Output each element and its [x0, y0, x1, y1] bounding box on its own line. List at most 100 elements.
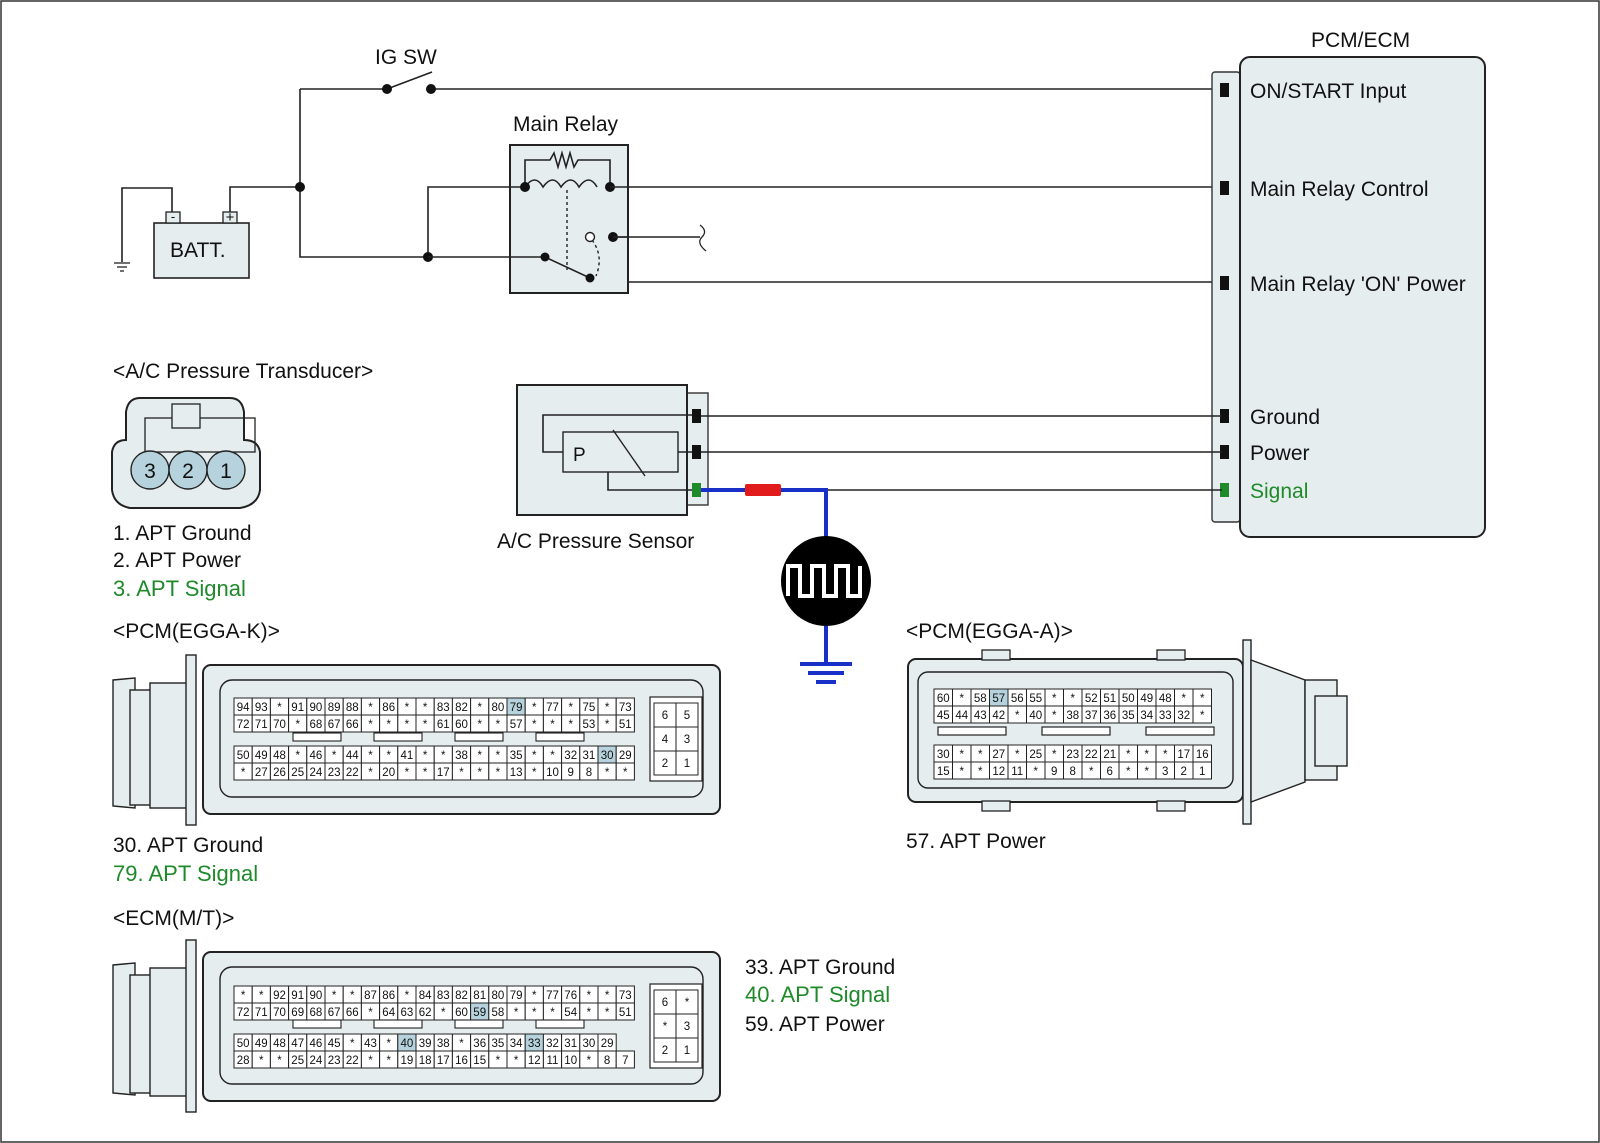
pin-label: *: [623, 767, 628, 779]
pin-label: 25: [1029, 749, 1042, 761]
pin-label: *: [277, 702, 282, 714]
pin-label: 66: [346, 719, 359, 731]
apt-pin-1: [206, 450, 246, 490]
pin-label: *: [1052, 693, 1057, 705]
pin-label: 38: [437, 1038, 450, 1050]
apt-legend-signal: 3. APT Signal: [113, 576, 246, 601]
relay-contact-dot: [540, 252, 550, 262]
pin-label: 48: [273, 1038, 286, 1050]
keyway-slot: [292, 732, 342, 742]
ig-switch-label: IG SW: [375, 46, 437, 69]
pin-label: 75: [583, 702, 596, 714]
pin-label: 79: [510, 702, 523, 714]
pin-label: *: [496, 767, 501, 779]
pin-label: *: [332, 750, 337, 762]
pin-label: *: [350, 1038, 355, 1050]
pin-label: 18: [419, 1055, 432, 1067]
pin-label: 57: [992, 693, 1005, 705]
apt-connector-latch: [171, 403, 201, 429]
ig-switch-contact-1: [382, 84, 392, 94]
pin-label: 34: [510, 1038, 523, 1050]
pin-label: 3: [1162, 766, 1168, 778]
pin-label: *: [441, 750, 446, 762]
pin-label: 69: [291, 1007, 304, 1019]
pin-label: *: [332, 990, 337, 1002]
pin-label: 58: [974, 693, 987, 705]
pin-label: *: [368, 719, 373, 731]
pin-label: *: [960, 766, 965, 778]
pin-label: *: [496, 750, 501, 762]
pin-label: 7: [622, 1055, 628, 1067]
pin-label: *: [386, 1055, 391, 1067]
sensor-pin: [692, 445, 701, 459]
pin-label: *: [550, 719, 555, 731]
pin-label: 82: [455, 702, 468, 714]
pin-label: 52: [1085, 693, 1098, 705]
pin-label: 43: [364, 1038, 377, 1050]
pin-label: *: [386, 1038, 391, 1050]
pin-label: *: [241, 767, 246, 779]
main-relay-label: Main Relay: [513, 113, 619, 136]
pin-label: 32: [564, 750, 577, 762]
pin-label: *: [532, 990, 537, 1002]
pin-label: *: [405, 702, 410, 714]
pin-label: 72: [237, 1007, 250, 1019]
pin-label: *: [605, 719, 610, 731]
pin-label: 61: [437, 719, 450, 731]
pin-label: 72: [237, 719, 250, 731]
terminal-pin: [1220, 181, 1229, 195]
pin-label: *: [663, 1021, 668, 1033]
pin-label: 11: [547, 1055, 559, 1067]
pin-label: *: [241, 990, 246, 1002]
pin-label: 66: [346, 1007, 359, 1019]
pin-label: *: [368, 702, 373, 714]
ig-switch-contact-2: [426, 84, 436, 94]
pin-label: *: [1089, 766, 1094, 778]
pin-label: *: [550, 750, 555, 762]
pin-label: 33: [528, 1038, 541, 1050]
pin-label: 23: [1066, 749, 1079, 761]
sensor-pin: [692, 409, 701, 423]
battery-positive-terminal: [222, 211, 238, 224]
battery-minus-label: -: [171, 209, 175, 224]
pin-label: 2: [662, 758, 668, 770]
pin-label: 1: [1199, 766, 1205, 778]
pin-label: 10: [546, 767, 559, 779]
pin-label: 23: [328, 767, 341, 779]
pin-label: *: [568, 719, 573, 731]
pin-label: *: [978, 766, 983, 778]
pin-label: 25: [291, 1055, 304, 1067]
keyway-slot: [373, 732, 423, 742]
pin-label: *: [1126, 749, 1131, 761]
pin-label: 23: [328, 1055, 341, 1067]
pin-label: 51: [619, 1007, 632, 1019]
pin-label: 50: [237, 1038, 250, 1050]
relay-feed-wire: [427, 186, 525, 257]
pcm-k-legend-ground: 30. APT Ground: [113, 834, 263, 857]
pin-label: *: [605, 1007, 610, 1019]
pin-label: 87: [364, 990, 377, 1002]
battery-label: BATT.: [170, 239, 226, 262]
pin-label: *: [259, 990, 264, 1002]
pin-label: *: [587, 1007, 592, 1019]
pin-label: 8: [586, 767, 592, 779]
pin-label: 6: [662, 997, 668, 1009]
battery: [153, 222, 250, 279]
pin-label: 67: [328, 719, 341, 731]
ground-small-icon: [114, 262, 130, 272]
pin-cell: [615, 1050, 635, 1069]
pin-label: 70: [273, 719, 286, 731]
pin-label: *: [960, 693, 965, 705]
pin-label: 12: [528, 1055, 541, 1067]
pin-label: *: [1163, 749, 1168, 761]
pin-label: 32: [546, 1038, 559, 1050]
pin-label: 67: [328, 1007, 341, 1019]
apt-connector-view: <A/C Pressure Transducer> 3 2 1 1. APT G…: [111, 360, 373, 601]
pin-label: *: [1052, 710, 1057, 722]
sensor-p-label: P: [573, 445, 586, 466]
pin-label: *: [605, 702, 610, 714]
pin-label: 60: [455, 719, 468, 731]
main-bus-wire: [299, 89, 428, 258]
